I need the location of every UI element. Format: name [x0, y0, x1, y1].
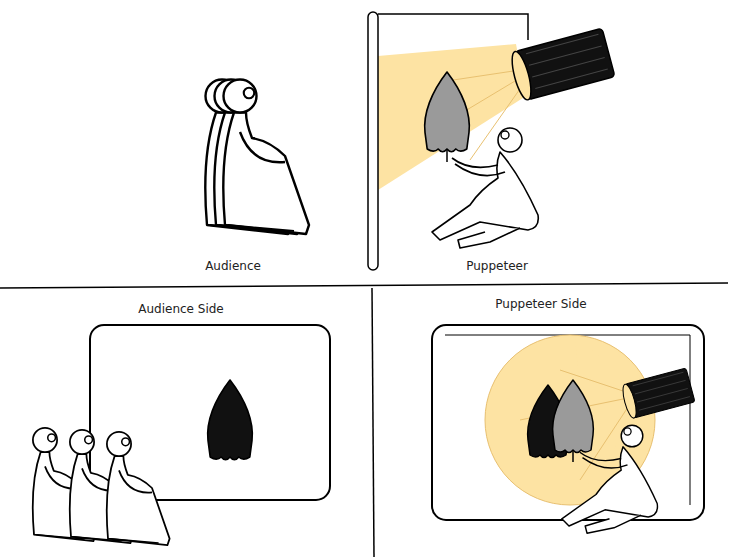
puppet	[425, 72, 470, 152]
light-ray	[520, 370, 630, 480]
panel-label: Audience	[205, 259, 261, 273]
panel-label: Audience Side	[138, 302, 224, 316]
puppet-stick	[572, 450, 574, 462]
panel-label: Puppeteer Side	[495, 297, 586, 311]
shadow-screen	[432, 325, 704, 520]
puppeteer-figure	[432, 128, 538, 248]
divider-line	[0, 283, 728, 288]
puppet-stick	[446, 150, 448, 162]
panel-label: Puppeteer	[466, 259, 528, 273]
lamp	[508, 28, 615, 101]
shadow-screen	[368, 12, 378, 270]
puppet-shadow	[208, 380, 253, 460]
audience-figure	[107, 432, 170, 545]
divider-line	[372, 288, 374, 557]
puppet	[553, 380, 594, 453]
lamp	[620, 368, 695, 419]
audience-figure	[223, 80, 309, 235]
puppeteer-figure	[562, 425, 658, 533]
frame-line	[378, 14, 528, 40]
screen-frame	[445, 335, 690, 505]
